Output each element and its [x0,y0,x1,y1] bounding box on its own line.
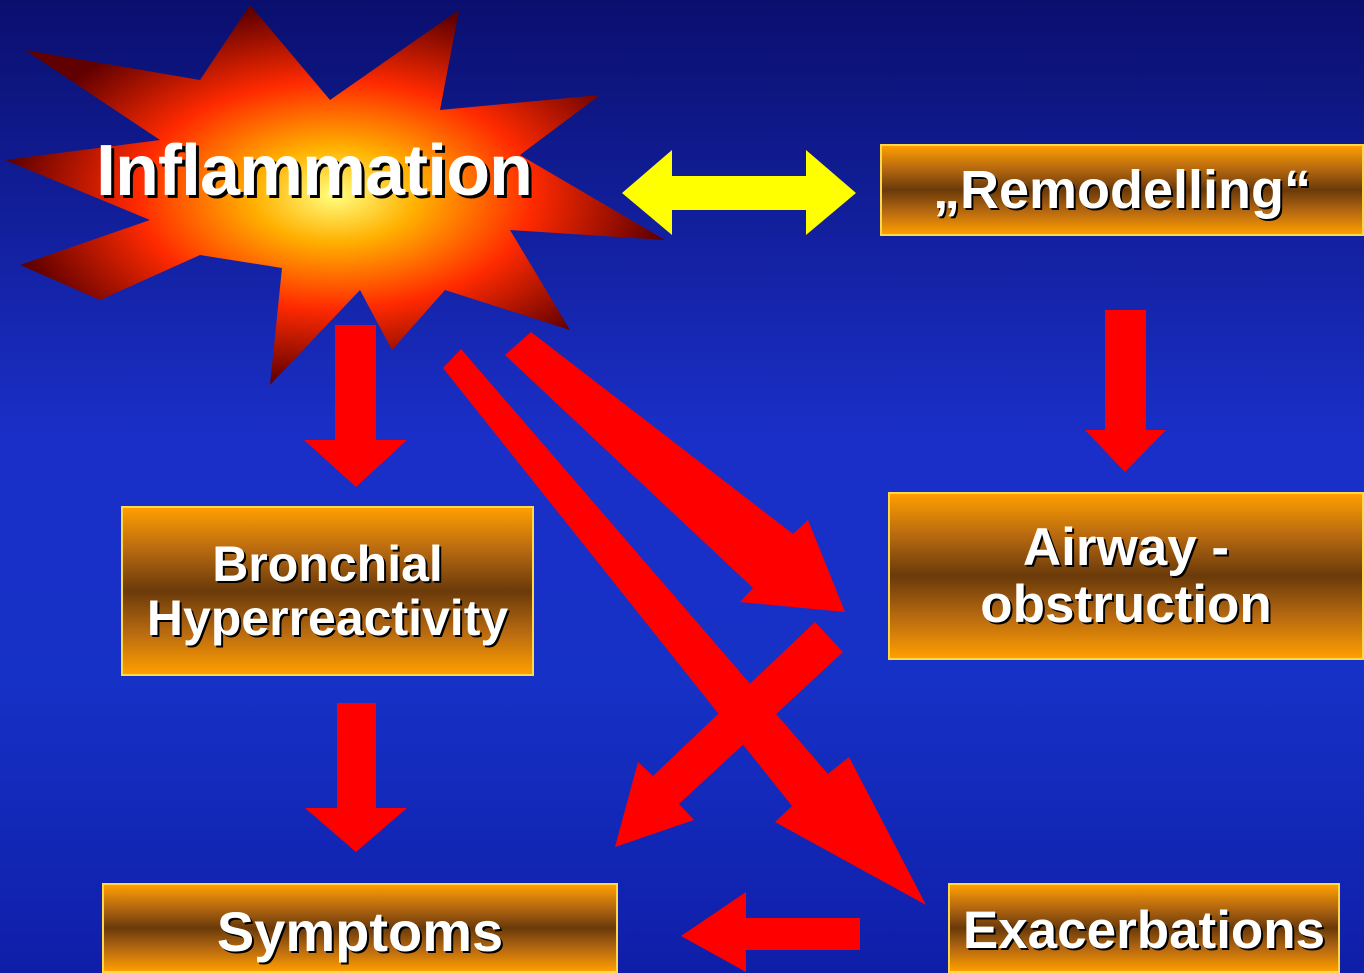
bronchial-label-line1: Bronchial [212,537,443,591]
bidirectional-arrow-inflammation-remodelling [622,150,856,235]
symptoms-box: Symptoms [102,883,618,973]
airway-label-line1: Airway - [1023,519,1229,576]
bronchial-hyperreactivity-box: Bronchial Hyperreactivity [121,506,534,676]
arrow-remodelling-to-airway [1085,310,1166,472]
exacerbations-label: Exacerbations [963,902,1325,959]
exacerbations-box: Exacerbations [948,883,1340,973]
bronchial-label-line2: Hyperreactivity [147,591,508,645]
airway-obstruction-box: Airway - obstruction [888,492,1364,660]
arrow-bronchial-to-symptoms [305,703,407,852]
remodelling-label: „Remodelling“ [933,161,1311,219]
arrow-inflammation-to-bronchial [304,325,407,487]
inflammation-label: Inflammation [96,130,532,212]
arrow-exacerbations-to-symptoms [681,892,860,972]
symptoms-label: Symptoms [217,902,503,962]
remodelling-box: „Remodelling“ [880,144,1364,236]
airway-label-line2: obstruction [980,576,1271,633]
